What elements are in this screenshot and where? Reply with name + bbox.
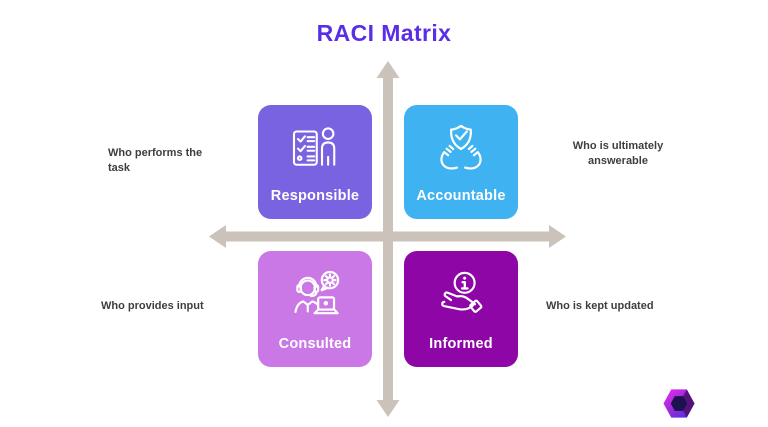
horizontal-axis-arrow-icon (209, 225, 566, 248)
card-label-informed: Informed (429, 336, 493, 352)
card-label-responsible: Responsible (270, 188, 360, 204)
annotation-informed: Who is kept updated (546, 300, 654, 312)
support-agent-gear-icon (286, 251, 344, 336)
hand-holding-info-icon (432, 251, 490, 336)
cube-logo (663, 389, 695, 418)
page-title: RACI Matrix (316, 20, 452, 46)
card-informed: Informed (404, 251, 518, 367)
card-responsible: Responsible (258, 105, 372, 219)
card-consulted: Consulted (258, 251, 372, 367)
hands-holding-shield-icon (432, 105, 490, 188)
card-accountable: Accountable (404, 105, 518, 219)
checklist-person-icon (287, 105, 343, 188)
annotation-responsible: Who performs the task (108, 147, 203, 175)
card-label-accountable: Accountable (416, 188, 506, 204)
annotation-accountable: Who is ultimately answerable (572, 140, 664, 168)
card-label-consulted: Consulted (278, 336, 352, 352)
annotation-consulted: Who provides input (101, 300, 204, 312)
